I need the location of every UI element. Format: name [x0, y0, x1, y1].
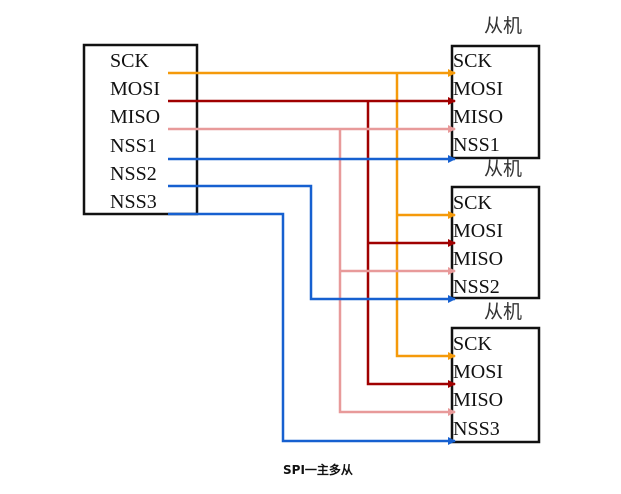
master-pin-nss3: NSS3: [110, 191, 157, 213]
slave-1-pin-sck: SCK: [453, 50, 492, 72]
slave-2-pin-nss: NSS2: [453, 276, 500, 298]
slave-1-pin-miso: MISO: [453, 106, 503, 128]
slave-2-pin-sck: SCK: [453, 192, 492, 214]
master-pin-nss1: NSS1: [110, 135, 157, 157]
wire-mosi: [168, 97, 456, 388]
slave-3-pin-sck: SCK: [453, 333, 492, 355]
master-pin-miso: MISO: [110, 106, 160, 128]
slave-2-pin-miso: MISO: [453, 248, 503, 270]
slave-1: 从机 SCK MOSI MISO NSS1: [450, 15, 541, 160]
slave-2-title: 从机: [484, 158, 522, 180]
slave-3-pin-nss: NSS3: [453, 418, 500, 440]
slave-1-pin-nss: NSS1: [453, 134, 500, 156]
slave-3-title: 从机: [484, 301, 522, 323]
wire-miso: [168, 125, 456, 416]
diagram-caption: SPI一主多从: [283, 463, 353, 477]
master-pin-mosi: MOSI: [110, 78, 160, 100]
wire-nss: [168, 155, 456, 445]
slave-2-pin-mosi: MOSI: [453, 220, 503, 242]
slave-1-pin-mosi: MOSI: [453, 78, 503, 100]
master-pin-sck: SCK: [110, 50, 149, 72]
slave-3-pin-mosi: MOSI: [453, 361, 503, 383]
slave-3: 从机 SCK MOSI MISO NSS3: [450, 301, 541, 444]
master-pin-nss2: NSS2: [110, 163, 157, 185]
slave-3-pin-miso: MISO: [453, 389, 503, 411]
slave-1-title: 从机: [484, 15, 522, 37]
slave-2: 从机 SCK MOSI MISO NSS2: [450, 158, 541, 300]
wire-sck: [168, 69, 456, 360]
